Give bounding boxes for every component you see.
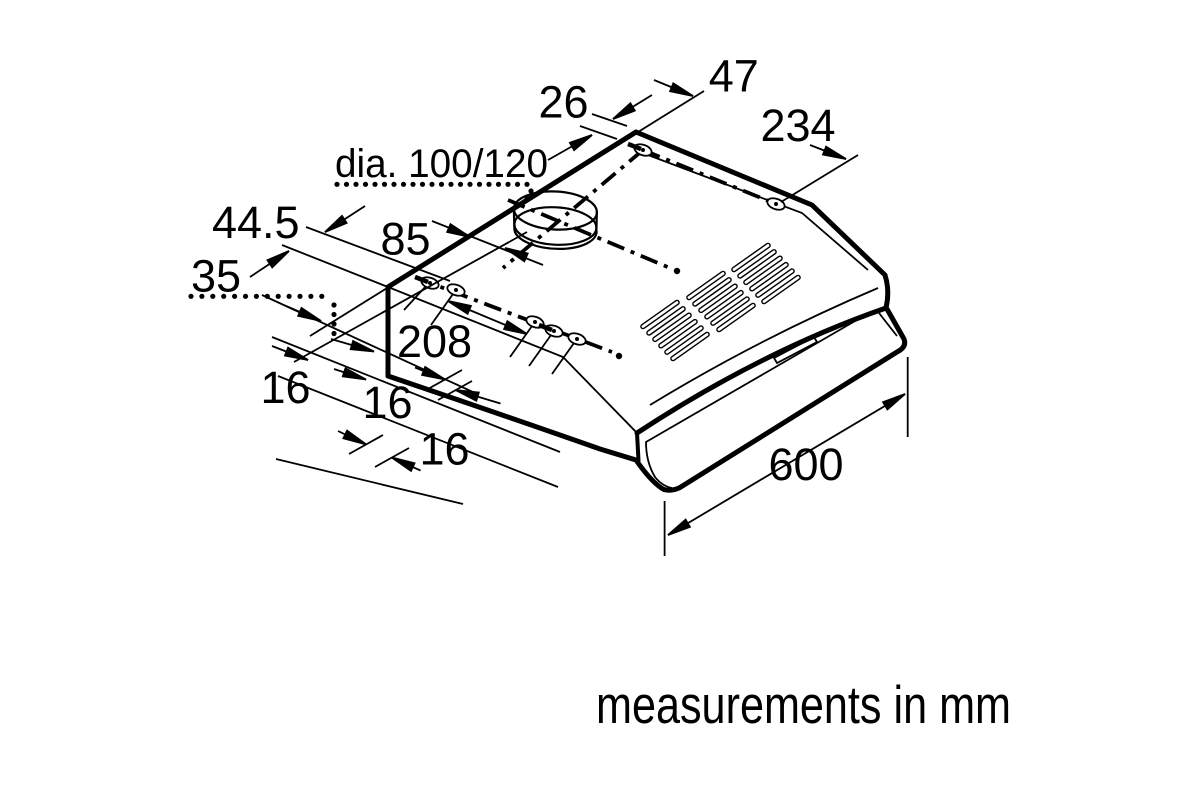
svg-text:26: 26	[539, 77, 589, 128]
svg-text:234: 234	[761, 100, 836, 151]
svg-text:600: 600	[769, 439, 844, 490]
svg-text:47: 47	[709, 51, 759, 102]
svg-text:44.5: 44.5	[212, 197, 300, 248]
svg-text:16: 16	[261, 362, 311, 413]
svg-text:16: 16	[420, 424, 470, 475]
svg-text:dia. 100/120: dia. 100/120	[335, 142, 548, 186]
svg-text:35: 35	[191, 251, 241, 302]
svg-text:16: 16	[363, 377, 413, 428]
svg-text:measurements in mm: measurements in mm	[596, 676, 1011, 735]
svg-text:208: 208	[397, 316, 472, 367]
svg-text:85: 85	[381, 214, 431, 265]
